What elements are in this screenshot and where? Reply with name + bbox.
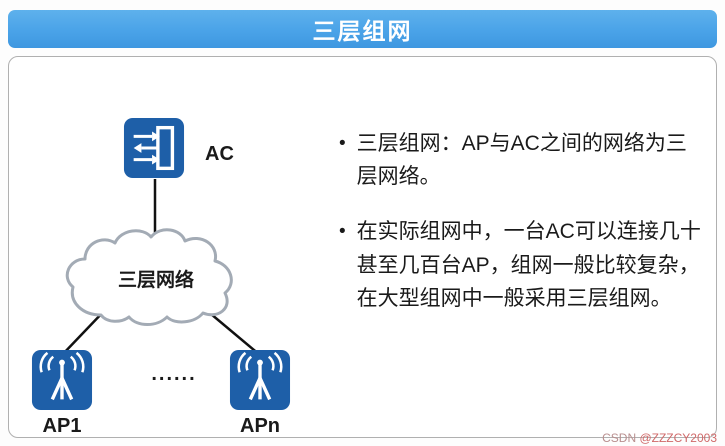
apn-label: APn <box>240 415 280 437</box>
bullet-icon: • <box>339 133 346 154</box>
cloud-label: 三层网络 <box>117 270 194 291</box>
notes-column: • 三层组网：AP与AC之间的网络为三层网络。 • 在实际组网中，一台AC可以连… <box>339 127 704 337</box>
ac-label: AC <box>205 143 234 165</box>
watermark-prefix: CSDN <box>602 431 640 445</box>
list-item: • 三层组网：AP与AC之间的网络为三层网络。 <box>339 127 704 193</box>
ap-ellipsis: ...... <box>151 363 197 385</box>
list-item: • 在实际组网中，一台AC可以连接几十甚至几百台AP，组网一般比较复杂，在大型组… <box>339 215 704 315</box>
apn-device-icon <box>229 349 291 411</box>
content-panel: AC 三层网络 AP1 ...... <box>8 56 717 438</box>
ap1-label: AP1 <box>42 415 82 437</box>
watermark-handle: @ZZZCY2003 <box>639 431 717 445</box>
bullet-icon: • <box>339 221 346 243</box>
ap1-device-icon <box>31 349 93 411</box>
note-text: 在实际组网中，一台AC可以连接几十甚至几百台AP，组网一般比较复杂，在大型组网中… <box>356 220 701 310</box>
note-text: 三层组网：AP与AC之间的网络为三层网络。 <box>356 132 687 189</box>
ac-device-icon <box>123 117 185 179</box>
watermark: CSDN @ZZZCY2003 <box>602 431 717 445</box>
page-title: 三层组网 <box>8 10 717 48</box>
